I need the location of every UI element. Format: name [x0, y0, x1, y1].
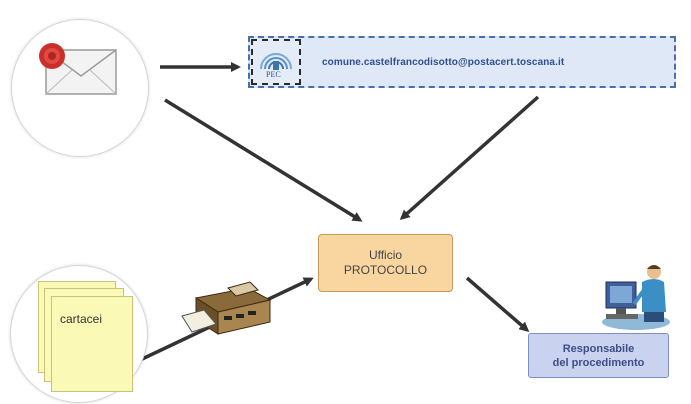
pec-email-address: comune.castelfrancodisotto@postacert.tos… [322, 57, 565, 68]
protocol-line1: Ufficio [368, 248, 403, 262]
responsible-line2: del procedimento [552, 356, 645, 369]
arrow-pec-to-protocol [399, 95, 540, 220]
responsible-box: Responsabile del procedimento [528, 333, 669, 378]
scanner-machine-icon [181, 281, 272, 335]
arrow-email-to-protocol [164, 98, 363, 222]
paper-label: cartacei [60, 312, 103, 326]
protocol-office-box: Ufficio PROTOCOLLO [318, 234, 453, 292]
arrow-protocol-to-responsible [465, 276, 530, 332]
person-at-computer-icon [602, 265, 670, 330]
paper-sheet-front [51, 296, 133, 392]
envelope-with-wax-seal-icon [39, 43, 117, 95]
protocol-line2: PROTOCOLLO [343, 263, 428, 277]
pec-logo-icon: PEC [251, 39, 301, 85]
responsible-line1: Responsabile [562, 342, 635, 355]
pec-address-box [248, 36, 676, 88]
pec-logo-text: PEC [266, 70, 281, 79]
